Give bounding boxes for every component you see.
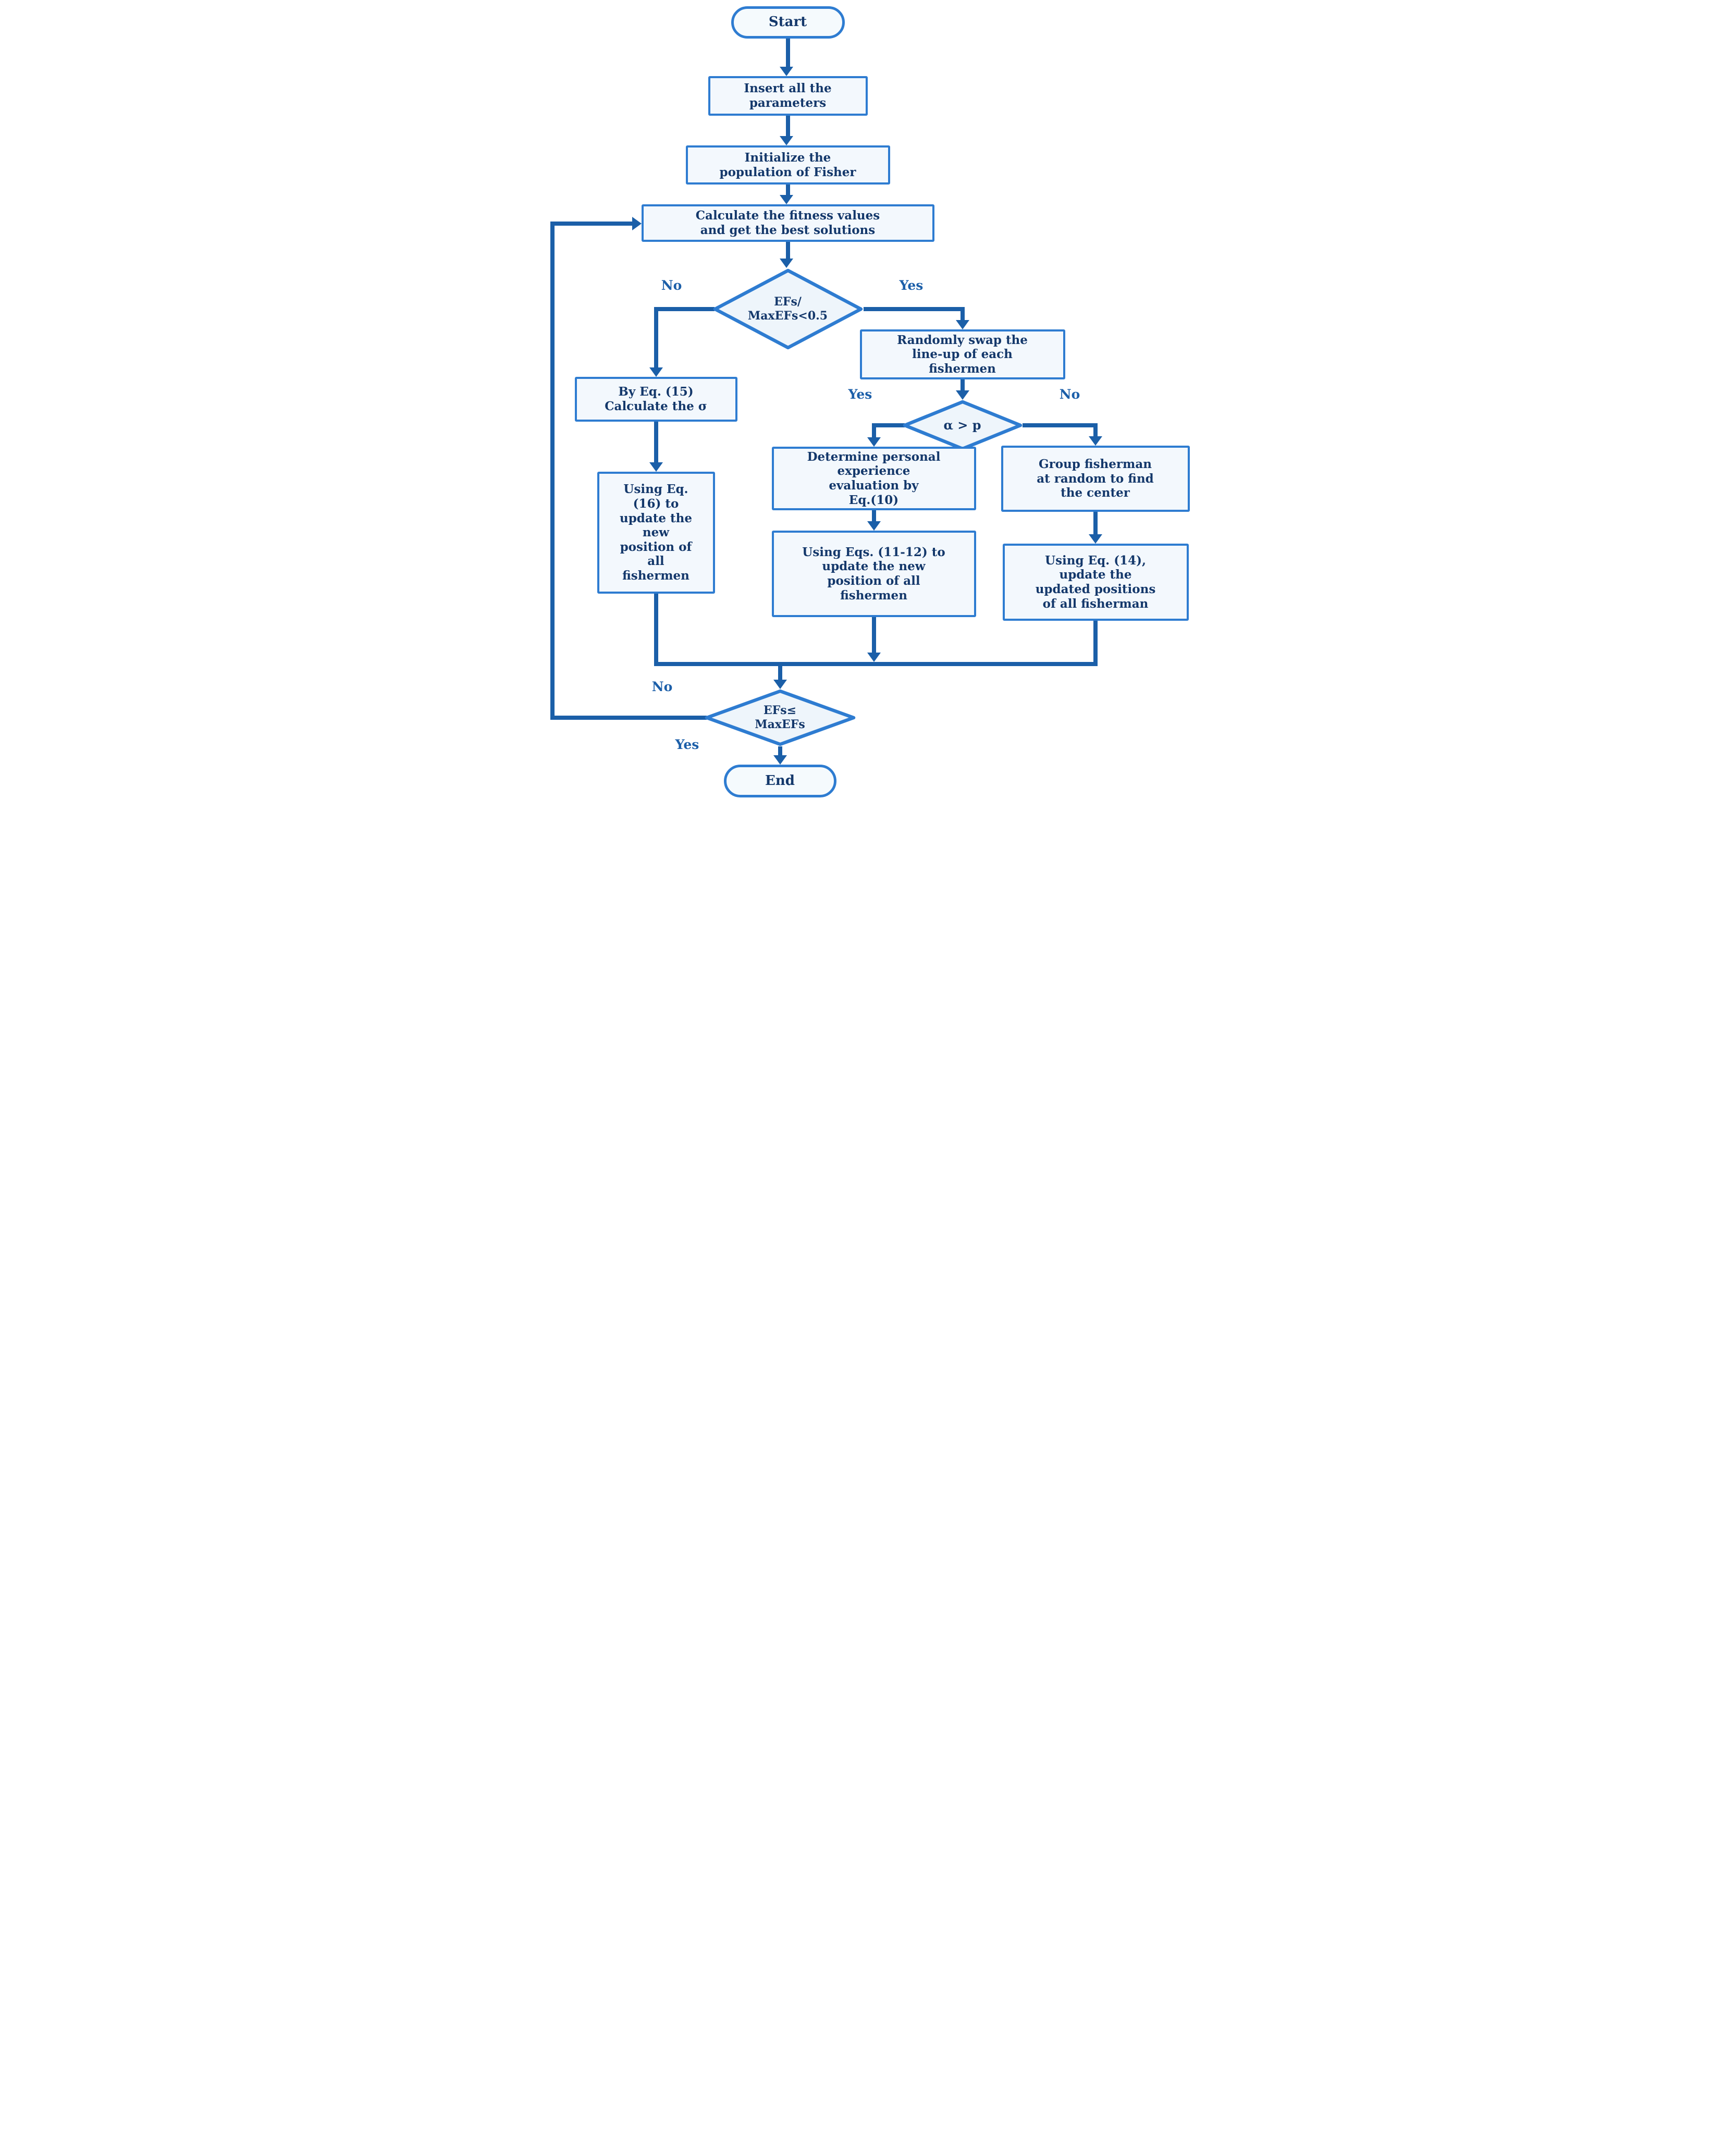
edge-merge-to-decision3-shaft bbox=[778, 666, 782, 681]
edge-loopback-top-horizontal bbox=[550, 222, 633, 226]
process-group-fisherman-center-label: Group fisherman at random to find the ce… bbox=[1037, 457, 1154, 500]
flowchart-canvas: No Yes Yes No No Yes Start Insert all th… bbox=[542, 0, 1194, 803]
edge-decision1-yes-horizontal bbox=[863, 307, 965, 311]
arrow-down-icon bbox=[773, 755, 787, 765]
edge-label-yes: Yes bbox=[848, 387, 872, 402]
arrow-down-icon bbox=[779, 259, 793, 268]
edge-usingeq16-to-merge-vertical bbox=[654, 594, 658, 666]
process-by-eq15-sigma: By Eq. (15) Calculate the σ bbox=[574, 377, 737, 422]
process-randomly-swap-lineup: Randomly swap the line-up of each fisher… bbox=[859, 329, 1065, 379]
edge-useqs1112-to-merge-shaft bbox=[871, 617, 876, 654]
arrow-down-icon bbox=[955, 320, 969, 329]
edge-byeq15-to-usingeq16-shaft bbox=[654, 422, 658, 463]
edge-label-yes: Yes bbox=[899, 278, 924, 293]
process-group-fisherman-center: Group fisherman at random to find the ce… bbox=[1001, 446, 1190, 512]
process-calculate-fitness: Calculate the fitness values and get the… bbox=[641, 204, 934, 242]
process-randomly-swap-lineup-label: Randomly swap the line-up of each fisher… bbox=[897, 333, 1028, 376]
diamond-shape bbox=[705, 689, 855, 746]
edge-alpha-yes-vertical bbox=[871, 423, 876, 439]
edge-label-no: No bbox=[651, 679, 673, 694]
edge-alpha-no-vertical bbox=[1093, 423, 1098, 438]
process-using-eq14-update-label: Using Eq. (14), update the updated posit… bbox=[1035, 553, 1156, 611]
process-using-eq14-update: Using Eq. (14), update the updated posit… bbox=[1002, 544, 1189, 621]
edge-alpha-yes-horizontal bbox=[871, 423, 905, 427]
edge-alpha-no-horizontal bbox=[1022, 423, 1098, 427]
arrow-right-icon bbox=[632, 217, 642, 230]
arrow-down-icon bbox=[1088, 436, 1102, 446]
edge-loopback-bottom-horizontal bbox=[550, 716, 707, 720]
arrow-down-icon bbox=[649, 367, 663, 377]
arrow-down-icon bbox=[955, 390, 969, 400]
process-initialize-population: Initialize the population of Fisher bbox=[685, 145, 890, 185]
edge-calculate-to-decision-shaft bbox=[785, 242, 790, 261]
process-by-eq15-sigma-label: By Eq. (15) Calculate the σ bbox=[605, 385, 707, 413]
terminator-end-label: End bbox=[765, 772, 795, 789]
process-using-eq16-update: Using Eq. (16) to update the new positio… bbox=[597, 472, 715, 594]
decision-efs-lte-maxefs-label: EFs≤ MaxEFs bbox=[755, 703, 805, 732]
edge-initialize-to-calculate-shaft bbox=[785, 185, 790, 197]
process-using-eqs-11-12-update-label: Using Eqs. (11-12) to update the new pos… bbox=[802, 545, 945, 603]
arrow-down-icon bbox=[649, 462, 663, 472]
arrow-down-icon bbox=[867, 653, 881, 662]
edge-loopback-vertical bbox=[550, 222, 555, 720]
edge-decision1-no-vertical bbox=[654, 307, 658, 368]
edge-group-to-usingeq14-shaft bbox=[1093, 512, 1098, 535]
terminator-start: Start bbox=[731, 6, 845, 39]
decision-efs-maxefs-half-label: EFs/ MaxEFs<0.5 bbox=[747, 294, 828, 323]
process-insert-parameters-label: Insert all the parameters bbox=[744, 81, 832, 110]
arrow-down-icon bbox=[779, 136, 793, 145]
edge-label-no: No bbox=[1059, 387, 1080, 402]
process-using-eq16-update-label: Using Eq. (16) to update the new positio… bbox=[619, 482, 693, 583]
arrow-down-icon bbox=[779, 67, 793, 76]
terminator-end: End bbox=[723, 765, 836, 797]
edge-label-no: No bbox=[661, 278, 682, 293]
process-using-eqs-11-12-update: Using Eqs. (11-12) to update the new pos… bbox=[771, 531, 976, 617]
decision-alpha-greater-p-label: α > p bbox=[943, 417, 981, 433]
arrow-down-icon bbox=[867, 521, 881, 531]
edge-decision3-yes-shaft bbox=[778, 746, 782, 756]
decision-efs-maxefs-half: EFs/ MaxEFs<0.5 bbox=[712, 268, 864, 350]
terminator-start-label: Start bbox=[768, 14, 807, 30]
process-initialize-population-label: Initialize the population of Fisher bbox=[719, 150, 856, 179]
edge-decision1-no-horizontal bbox=[654, 307, 715, 311]
edge-determine-to-useqs1112-shaft bbox=[871, 510, 876, 523]
process-determine-personal-experience: Determine personal experience evaluation… bbox=[771, 447, 976, 510]
process-insert-parameters: Insert all the parameters bbox=[708, 76, 868, 116]
edge-usingeq14-to-merge-vertical bbox=[1093, 621, 1098, 666]
arrow-down-icon bbox=[779, 195, 793, 204]
process-determine-personal-experience-label: Determine personal experience evaluation… bbox=[807, 449, 941, 507]
arrow-down-icon bbox=[867, 437, 881, 447]
edge-start-to-insert-shaft bbox=[785, 39, 790, 68]
edge-randomswap-to-alpha-shaft bbox=[960, 379, 965, 391]
edge-insert-to-initialize-shaft bbox=[785, 116, 790, 138]
decision-alpha-greater-p: α > p bbox=[903, 400, 1023, 451]
arrow-down-icon bbox=[1088, 534, 1102, 544]
edge-merge-horizontal bbox=[654, 662, 1098, 666]
process-calculate-fitness-label: Calculate the fitness values and get the… bbox=[695, 208, 880, 237]
edge-decision1-yes-vertical bbox=[960, 307, 965, 321]
decision-efs-lte-maxefs: EFs≤ MaxEFs bbox=[705, 689, 856, 746]
arrow-down-icon bbox=[773, 680, 787, 689]
diamond-shape bbox=[713, 268, 863, 350]
edge-label-yes: Yes bbox=[675, 737, 699, 752]
